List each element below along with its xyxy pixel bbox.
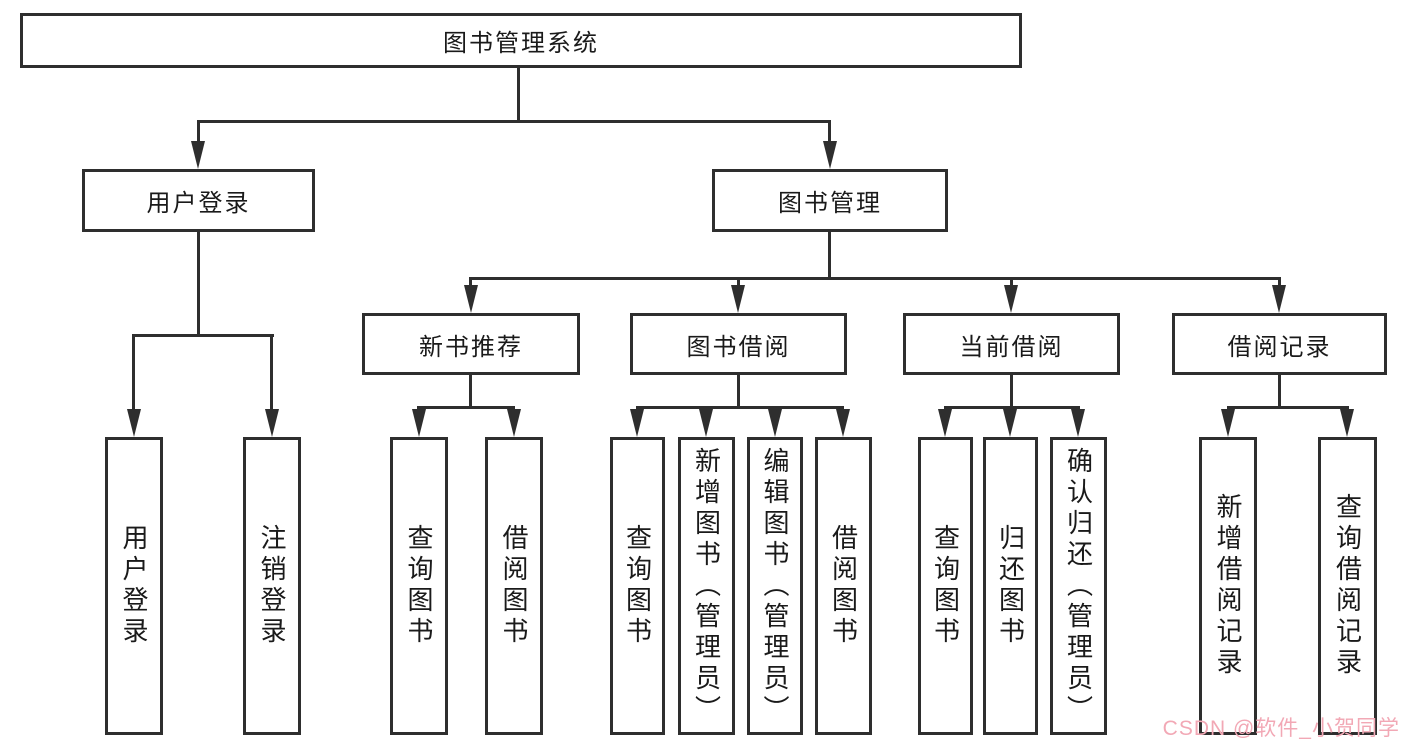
connector-book-borrowing-rail bbox=[636, 406, 844, 409]
arrow-down-icon bbox=[1003, 409, 1017, 437]
node-book-management: 图书管理 bbox=[712, 169, 948, 232]
arrow-down-icon bbox=[191, 141, 205, 169]
csdn-watermark: CSDN @软件_小贺同学 bbox=[1162, 717, 1400, 740]
node-cb-confirm-return-label: 确认归还（管理员） bbox=[1063, 446, 1094, 726]
connector-drop-book-management bbox=[828, 120, 831, 148]
connector-drop-book-borrowing bbox=[737, 277, 740, 291]
arrow-down-icon bbox=[1004, 285, 1018, 313]
node-cb-confirm-return: 确认归还（管理员） bbox=[1050, 437, 1107, 735]
arrow-down-icon bbox=[412, 409, 426, 437]
node-bb-borrow-books-label: 借阅图书 bbox=[828, 524, 859, 648]
arrow-down-icon bbox=[699, 409, 713, 437]
arrow-down-icon bbox=[938, 409, 952, 437]
node-nb-query-books: 查询图书 bbox=[390, 437, 448, 735]
node-br-query-record-label: 查询借阅记录 bbox=[1332, 493, 1363, 679]
node-bb-query-books: 查询图书 bbox=[610, 437, 665, 735]
node-book-borrowing: 图书借阅 bbox=[630, 313, 847, 375]
node-nb-borrow-books: 借阅图书 bbox=[485, 437, 543, 735]
node-user-login: 用户登录 bbox=[105, 437, 163, 735]
node-bb-add-books: 新增图书（管理员） bbox=[678, 437, 735, 735]
node-user-login-group: 用户登录 bbox=[82, 169, 315, 232]
node-new-book-rec: 新书推荐 bbox=[362, 313, 580, 375]
node-nb-borrow-books-label: 借阅图书 bbox=[499, 524, 529, 648]
connector-current-borrowing-rail bbox=[944, 406, 1080, 409]
node-book-management-label: 图书管理 bbox=[778, 190, 882, 217]
node-bb-query-books-label: 查询图书 bbox=[622, 524, 653, 648]
connector-drop-new-book-rec bbox=[469, 277, 472, 291]
arrow-down-icon bbox=[464, 285, 478, 313]
node-cb-return-books: 归还图书 bbox=[983, 437, 1038, 735]
arrow-down-icon bbox=[1221, 409, 1235, 437]
node-root-label: 图书管理系统 bbox=[443, 30, 599, 57]
connector-root-rail bbox=[197, 120, 831, 123]
node-current-borrowing-label: 当前借阅 bbox=[959, 333, 1064, 361]
connector-borrowing-records-rail bbox=[1227, 406, 1349, 409]
node-cb-return-books-label: 归还图书 bbox=[995, 524, 1026, 648]
node-user-login-label: 用户登录 bbox=[119, 524, 149, 648]
node-user-login-group-label: 用户登录 bbox=[146, 190, 251, 217]
connector-root-stem bbox=[517, 68, 520, 122]
node-br-add-record: 新增借阅记录 bbox=[1199, 437, 1257, 735]
arrow-down-icon bbox=[127, 409, 141, 437]
node-br-add-record-label: 新增借阅记录 bbox=[1213, 493, 1243, 679]
arrow-down-icon bbox=[265, 409, 279, 437]
node-bb-add-books-label: 新增图书（管理员） bbox=[691, 446, 722, 726]
node-book-borrowing-label: 图书借阅 bbox=[686, 333, 791, 361]
connector-drop-current-borrowing bbox=[1010, 277, 1013, 291]
arrow-down-icon bbox=[1071, 409, 1085, 437]
connector-book-borrowing-stem bbox=[737, 375, 740, 409]
connector-current-borrowing-stem bbox=[1010, 375, 1013, 409]
arrow-down-icon bbox=[823, 141, 837, 169]
connector-user-group-stem bbox=[197, 232, 200, 336]
node-root: 图书管理系统 bbox=[20, 13, 1022, 68]
node-br-query-record: 查询借阅记录 bbox=[1318, 437, 1377, 735]
arrow-down-icon bbox=[507, 409, 521, 437]
node-borrowing-records: 借阅记录 bbox=[1172, 313, 1387, 375]
connector-book-mgmt-rail bbox=[469, 277, 1281, 280]
arrow-down-icon bbox=[630, 409, 644, 437]
node-current-borrowing: 当前借阅 bbox=[903, 313, 1120, 375]
node-borrowing-records-label: 借阅记录 bbox=[1227, 333, 1332, 361]
node-new-book-rec-label: 新书推荐 bbox=[419, 333, 523, 361]
node-bb-edit-books: 编辑图书（管理员） bbox=[747, 437, 803, 735]
connector-drop-user-login bbox=[132, 334, 135, 414]
connector-new-book-rail bbox=[417, 406, 515, 409]
arrow-down-icon bbox=[836, 409, 850, 437]
node-bb-edit-books-label: 编辑图书（管理员） bbox=[760, 446, 790, 726]
node-nb-query-books-label: 查询图书 bbox=[404, 524, 434, 648]
node-cb-query-books-label: 查询图书 bbox=[930, 524, 961, 648]
arrow-down-icon bbox=[1340, 409, 1354, 437]
node-cb-query-books: 查询图书 bbox=[918, 437, 973, 735]
connector-user-group-rail bbox=[132, 334, 274, 337]
arrow-down-icon bbox=[1272, 285, 1286, 313]
node-logout: 注销登录 bbox=[243, 437, 301, 735]
connector-borrowing-records-stem bbox=[1278, 375, 1281, 409]
connector-book-mgmt-stem bbox=[828, 232, 831, 280]
arrow-down-icon bbox=[731, 285, 745, 313]
node-bb-borrow-books: 借阅图书 bbox=[815, 437, 872, 735]
connector-drop-borrowing-records bbox=[1278, 277, 1281, 291]
connector-new-book-stem bbox=[469, 375, 472, 409]
arrow-down-icon bbox=[768, 409, 782, 437]
node-logout-label: 注销登录 bbox=[257, 524, 287, 648]
connector-drop-logout bbox=[270, 334, 273, 414]
connector-drop-user-login-group bbox=[197, 120, 200, 148]
